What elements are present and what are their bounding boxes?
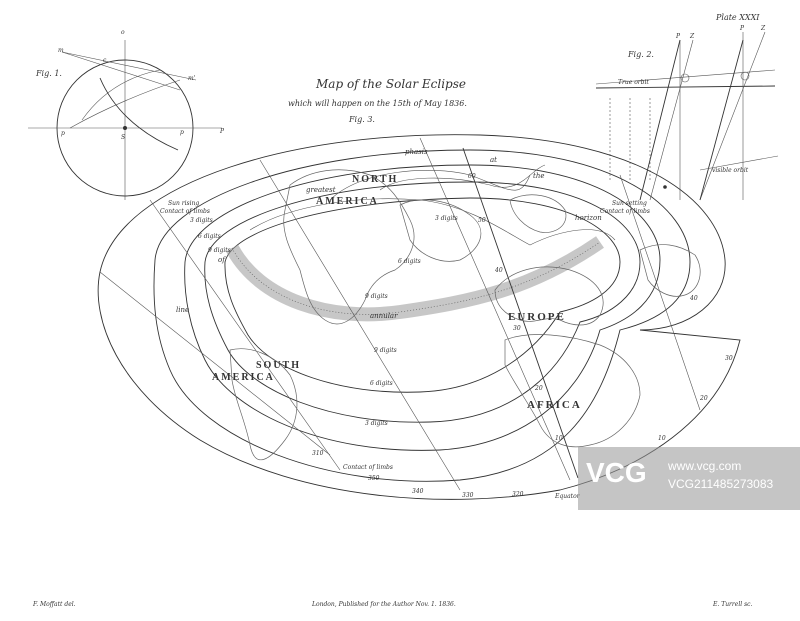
footer-left: F. Moffatt del. xyxy=(32,601,76,608)
meridian-tick: 60 xyxy=(468,173,476,180)
map-outer-boundary xyxy=(97,134,741,500)
meridian-tick: 30 xyxy=(513,325,521,332)
true-orbit-label: True orbit xyxy=(618,79,649,86)
meridian-tick: 50 xyxy=(478,217,486,224)
phasis-curve xyxy=(379,164,546,191)
horizon-label: horizon xyxy=(575,214,602,222)
fig1-m-prime-label: m' xyxy=(188,75,196,82)
fig2-P1-label: P xyxy=(675,33,681,40)
fig1-c-label: c xyxy=(103,57,107,64)
sun-rising-label: Sun rising xyxy=(168,200,199,207)
south-america-label: AMERICA xyxy=(212,372,275,383)
digit-label: 6 digits xyxy=(198,233,221,240)
central-meridian xyxy=(462,147,579,479)
the-label: the xyxy=(533,172,544,180)
north-nine-digit-curve xyxy=(249,198,616,246)
digit-label: 3 digits xyxy=(190,217,213,224)
digit-label: 6 digits xyxy=(398,258,421,265)
map-title: Map of the Solar Eclipse xyxy=(315,77,466,91)
north-america-coast xyxy=(283,169,415,325)
africa-label: AFRICA xyxy=(527,399,582,411)
south-america-coast xyxy=(229,348,298,461)
right-tick: 30 xyxy=(725,355,733,362)
eclipse-map: phasis at the horizon greatest NORTH AME… xyxy=(97,134,741,500)
fig1-s-label: S xyxy=(121,134,125,141)
meridian-tick: 10 xyxy=(555,435,563,442)
right-tick: 40 xyxy=(689,295,698,302)
north-three-digit-curve xyxy=(329,170,531,201)
meridian-tick: 20 xyxy=(534,385,543,392)
watermark: VCG www.vcg.com VCG211485273083 xyxy=(578,447,800,510)
fig1-P-label: P xyxy=(219,128,225,135)
right-tick: 10 xyxy=(658,435,666,442)
contact-limbs-left-label: Contact of limbs xyxy=(160,208,210,215)
sun-setting-label: Sun setting xyxy=(612,200,647,207)
contact-limbs-curve xyxy=(153,149,691,482)
line-label: line xyxy=(176,306,189,314)
bottom-tick: 310 xyxy=(312,450,324,457)
fig2-P2-label: P xyxy=(739,25,745,32)
fig2-Z2-label: Z xyxy=(760,25,766,32)
north-america-label: AMERICA xyxy=(316,196,379,207)
fig1-p-left-label: p xyxy=(61,130,65,137)
fig1-m-label: m xyxy=(58,47,64,54)
scandinavia-coast xyxy=(509,194,567,233)
fig1-p-right-label: p xyxy=(180,129,184,136)
digit-label: 9 digits xyxy=(208,247,231,254)
fig1-diagram: Fig. 1. m m' c o p p P S xyxy=(28,29,225,200)
annular-path-band xyxy=(225,236,604,322)
south-label: SOUTH xyxy=(256,360,301,371)
digit-label: 3 digits xyxy=(365,420,388,427)
annular-label: annular xyxy=(370,312,398,320)
europe-coast xyxy=(494,266,604,326)
watermark-id: VCG211485273083 xyxy=(668,477,774,491)
watermark-site: www.vcg.com xyxy=(668,459,742,473)
greenland-coast xyxy=(399,199,482,262)
contact-limbs-right-label: Contact of limbs xyxy=(600,208,650,215)
fig2-Z1-label: Z xyxy=(689,33,695,40)
fig2-label: Fig. 2. xyxy=(627,50,654,59)
at-label: at xyxy=(490,156,497,164)
right-tick: 20 xyxy=(699,395,708,402)
phasis-label: phasis xyxy=(405,148,428,156)
bottom-tick: 350 xyxy=(368,475,380,482)
six-digit-curve xyxy=(204,181,641,423)
digit-label: 3 digits xyxy=(435,215,458,222)
bottom-tick: 330 xyxy=(462,492,474,499)
fig3-label: Fig. 3. xyxy=(348,115,375,124)
asia-coast xyxy=(639,244,701,297)
visible-orbit-label: visible orbit xyxy=(712,167,749,174)
equator-label: Equator xyxy=(554,493,581,500)
plate-number: Plate XXXI xyxy=(715,13,760,22)
footer-right: E. Turrell sc. xyxy=(712,601,753,608)
footer-center: London, Published for the Author Nov. 1.… xyxy=(311,601,456,608)
north-label: NORTH xyxy=(352,174,398,185)
contact-limbs-bottom-label: Contact of limbs xyxy=(343,464,393,471)
fig1-o-label: o xyxy=(121,29,125,36)
digit-label: 9 digits xyxy=(374,347,397,354)
fig2-diagram: Fig. 2. P Z P Z True orbit visible orbit xyxy=(595,25,779,201)
of-label: of xyxy=(218,256,226,264)
fig1-label: Fig. 1. xyxy=(35,69,62,78)
watermark-brand: VCG xyxy=(586,457,647,488)
meridian-tick: 40 xyxy=(494,267,503,274)
bottom-tick: 320 xyxy=(512,491,524,498)
africa-coast xyxy=(504,334,641,448)
three-digit-curve xyxy=(184,164,661,451)
bottom-tick: 340 xyxy=(412,488,424,495)
greatest-label: greatest xyxy=(306,186,336,194)
digit-label: 6 digits xyxy=(370,380,393,387)
europe-label: EUROPE xyxy=(508,311,566,323)
map-subtitle: which will happen on the 15th of May 183… xyxy=(288,99,467,108)
digit-label: 9 digits xyxy=(365,293,388,300)
